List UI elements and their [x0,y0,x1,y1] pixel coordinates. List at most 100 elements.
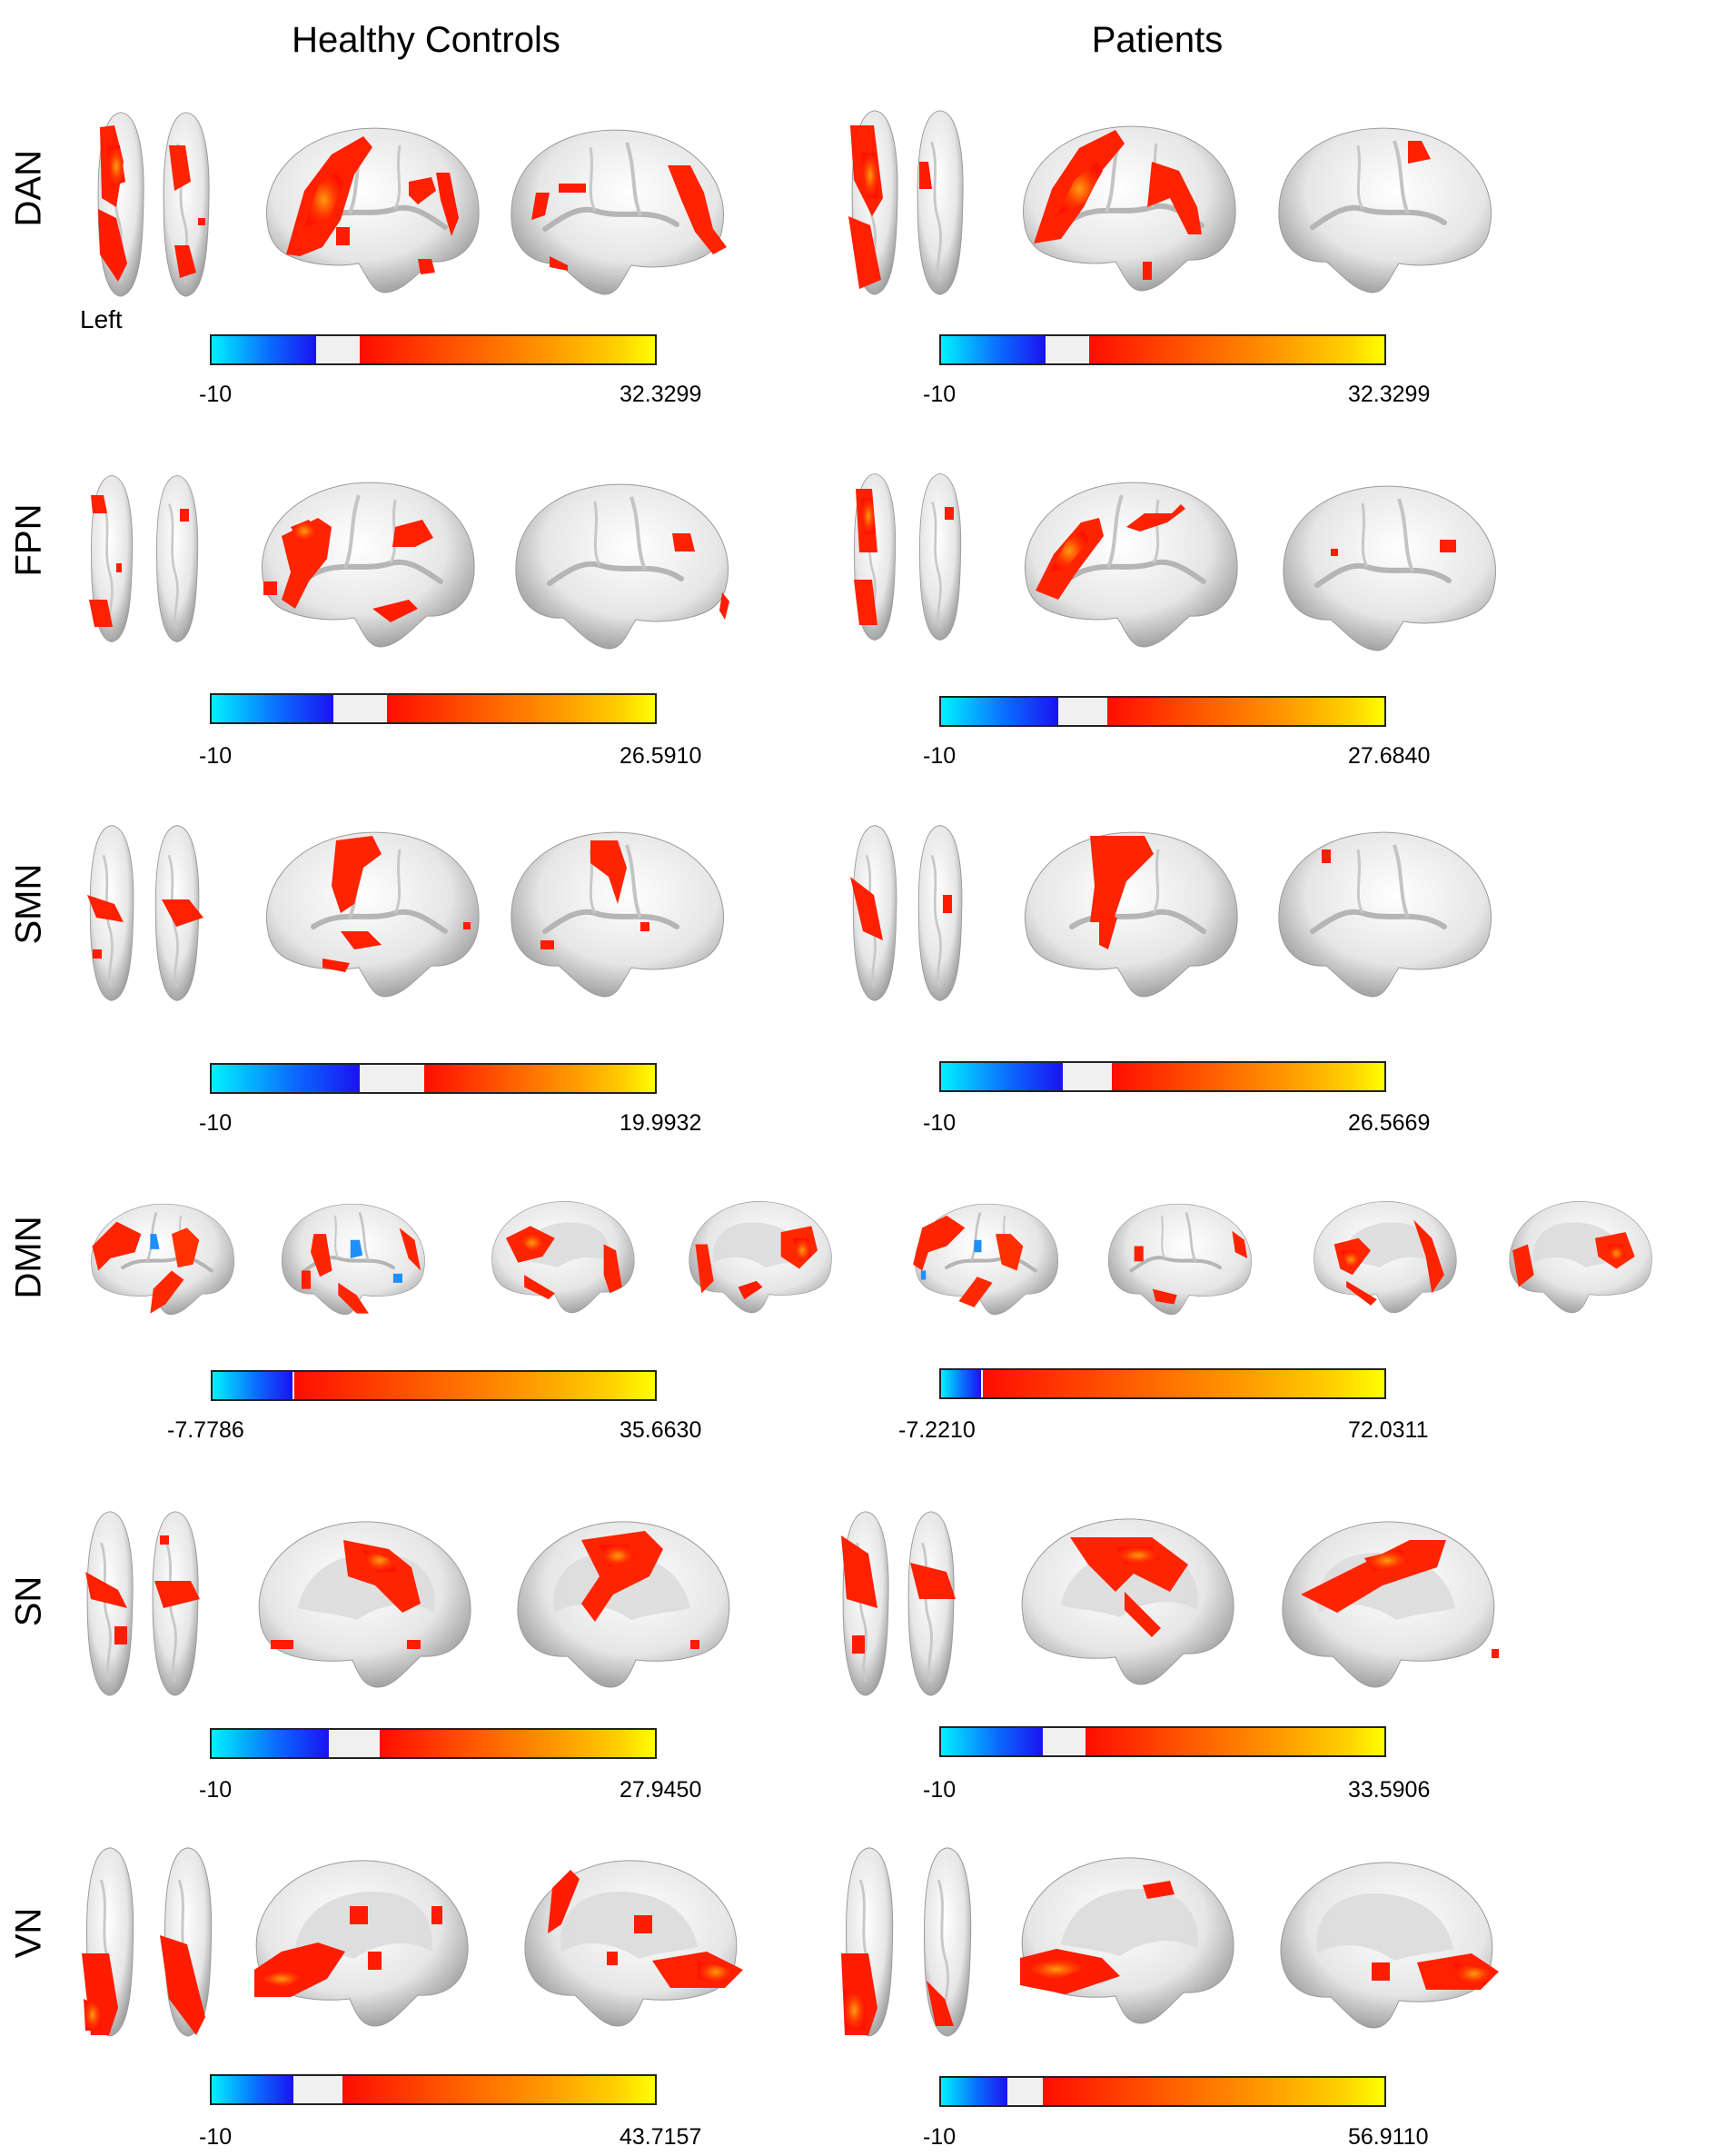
colorbar-max-hc-vn: 43.7157 [620,2124,702,2150]
colorbar-hc-dmn [211,1370,657,1401]
brain-lateral-right-hc-dmn [277,1190,436,1326]
colorbar-positive-segment [1106,698,1384,725]
colorbar-max-pt-fpn: 27.6840 [1348,743,1431,769]
colorbar-hc-dan [210,334,657,365]
colorbar-threshold-segment [1045,336,1090,363]
colorbar-min-pt-sn: -10 [923,1777,957,1803]
colorbar-pt-dan [939,334,1386,365]
colorbar-max-hc-smn: 19.9932 [620,1110,702,1136]
brain-medial-left-hc-sn [258,1521,471,1688]
colorbar-negative-segment [941,336,1046,363]
brain-lateral-left-hc-dan [250,118,486,300]
brain-ventral-view-hc-vn [82,1846,213,2038]
colorbar-negative-segment [941,1370,981,1397]
colorbar-positive-segment [380,1730,655,1757]
colorbar-positive-segment [293,1372,655,1399]
brain-dorsal-view-pt-smn [850,823,964,1003]
colorbar-pt-vn [939,2076,1386,2107]
row-label-dmn: DMN [8,1216,49,1299]
orientation-label-left: Left [80,305,123,333]
colorbar-negative-segment [213,1372,292,1399]
colorbar-hc-vn [210,2074,657,2105]
brain-dorsal-view-hc-dan [96,111,211,298]
colorbar-positive-segment [424,1065,655,1092]
brain-medial-left-hc-dmn [491,1201,635,1314]
brain-lateral-right-pt-smn [1272,822,1508,1004]
brain-medial-right-hc-vn [524,1860,743,2027]
colorbar-threshold-segment [292,1372,294,1399]
brain-lateral-right-pt-fpn [1276,476,1512,658]
row-label-sn: SN [8,1575,49,1627]
colorbar-max-pt-smn: 26.5669 [1348,1110,1431,1136]
colorbar-min-pt-dmn: -7.2210 [898,1417,976,1443]
brain-medial-left-pt-sn [1021,1518,1234,1685]
brain-medial-left-pt-vn [1020,1857,1234,2024]
colorbar-max-pt-sn: 33.5906 [1348,1777,1431,1803]
brain-lateral-right-hc-smn [504,822,740,1004]
colorbar-hc-fpn [210,693,657,724]
colorbar-pt-smn [939,1061,1386,1092]
brain-lateral-left-pt-dmn [913,1190,1063,1326]
colorbar-negative-segment [212,1065,361,1092]
colorbar-min-hc-sn: -10 [199,1777,233,1803]
colorbar-max-pt-vn: 56.9110 [1348,2124,1429,2150]
brain-medial-right-pt-vn [1280,1862,1499,2029]
brain-dorsal-view-hc-sn [85,1510,200,1697]
colorbar-max-pt-dan: 32.3299 [1348,382,1431,407]
colorbar-negative-segment [941,698,1059,725]
brain-lateral-left-hc-dmn [80,1190,239,1326]
colorbar-pt-dmn [939,1368,1386,1399]
colorbar-max-hc-dan: 32.3299 [620,382,702,407]
brain-lateral-right-hc-fpn [509,474,745,656]
row-label-smn: SMN [8,863,49,945]
brain-medial-right-pt-sn [1282,1521,1499,1688]
colorbar-min-hc-fpn: -10 [199,743,233,769]
brain-medial-left-pt-dmn [1314,1201,1457,1314]
brain-dorsal-view-pt-dan [848,109,965,296]
colorbar-pt-sn [939,1726,1386,1757]
colorbar-threshold-segment [360,1065,425,1092]
brain-lateral-right-hc-dan [504,120,727,302]
colorbar-pt-fpn [939,696,1386,727]
colorbar-positive-segment [1085,1728,1384,1755]
brain-dorsal-view-pt-fpn [852,472,963,642]
colorbar-threshold-segment [315,336,361,363]
brain-lateral-right-pt-dan [1272,118,1508,300]
colorbar-max-hc-dmn: 35.6630 [620,1417,702,1443]
colorbar-min-pt-smn: -10 [923,1110,957,1136]
colorbar-threshold-segment [1007,2078,1044,2105]
brain-medial-right-pt-dmn [1509,1201,1652,1314]
colorbar-max-hc-fpn: 26.5910 [620,743,702,769]
brain-lateral-right-pt-dmn [1104,1190,1263,1326]
colorbar-negative-segment [941,1728,1044,1755]
colorbar-positive-segment [360,336,655,363]
colorbar-negative-segment [212,336,316,363]
colorbar-hc-sn [210,1728,657,1759]
colorbar-threshold-segment [1058,698,1107,725]
brain-lateral-left-hc-smn [250,822,486,1004]
colorbar-negative-segment [941,1063,1064,1090]
brain-medial-right-hc-dmn [689,1201,832,1314]
colorbar-positive-segment [1111,1063,1384,1090]
colorbar-threshold-segment [980,1370,983,1397]
brain-dorsal-view-pt-sn [841,1510,956,1697]
column-title-healthy-controls: Healthy Controls [292,20,560,60]
row-label-fpn: FPN [8,503,49,577]
column-title-patients: Patients [1091,20,1224,60]
colorbar-threshold-segment [1063,1063,1112,1090]
brain-lateral-left-pt-dan [1006,116,1243,298]
brain-lateral-left-hc-fpn [245,472,481,654]
row-label-dan: DAN [8,150,49,227]
brain-ventral-view-pt-vn [841,1846,973,2038]
colorbar-min-hc-dan: -10 [199,382,233,407]
brain-lateral-left-pt-smn [1008,822,1244,1004]
colorbar-threshold-segment [1043,1728,1086,1755]
brain-lateral-left-pt-fpn [1008,472,1244,654]
colorbar-negative-segment [212,695,334,722]
colorbar-min-hc-smn: -10 [199,1110,233,1136]
colorbar-min-hc-dmn: -7.7786 [167,1417,244,1443]
colorbar-positive-segment [386,695,655,722]
colorbar-negative-segment [212,1730,330,1757]
colorbar-hc-smn [210,1063,657,1094]
brain-medial-right-hc-sn [517,1521,730,1688]
